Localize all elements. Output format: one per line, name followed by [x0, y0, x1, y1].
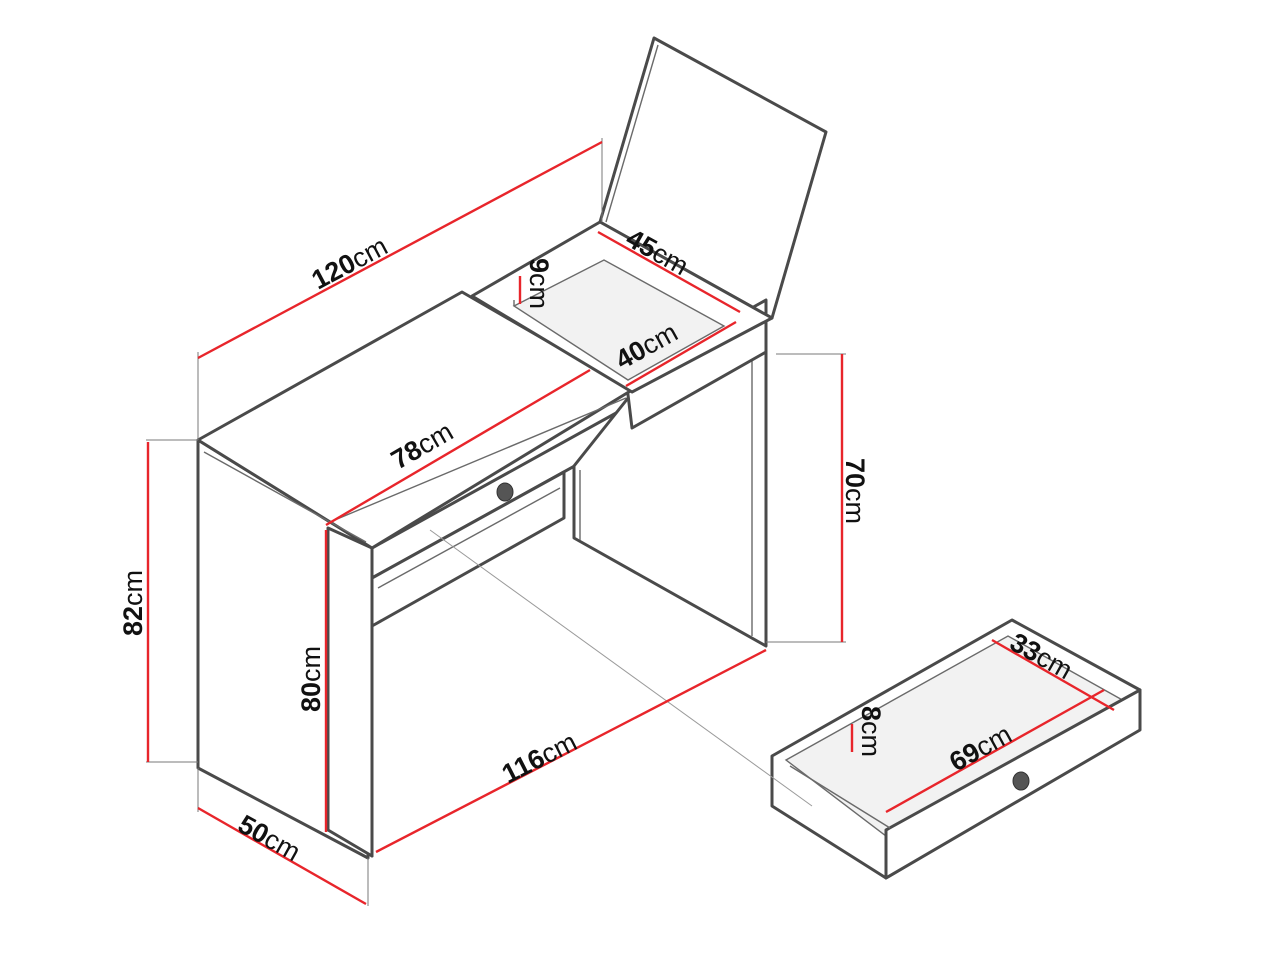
dim-line-inner-width [375, 648, 767, 854]
desktop-top-edge [203, 451, 367, 543]
apron-shadow-line [377, 487, 561, 589]
label-inner-width: 116cm [497, 726, 582, 789]
dim-line-compartment-depth [597, 230, 741, 314]
drawer-drawing [770, 618, 1142, 880]
drawer-knob [1012, 771, 1030, 791]
extension-lines [146, 138, 846, 906]
dim-line-total-width [197, 140, 603, 360]
dim-line-top-width [325, 368, 591, 527]
label-leg-height: 80cm [296, 646, 326, 712]
dim-line-drawer-depth [991, 638, 1115, 712]
desk-drawer-knob [496, 482, 514, 502]
drawer-leader-line [429, 529, 813, 807]
dim-line-depth [197, 806, 367, 906]
desktop-front-edge [329, 397, 627, 523]
compartment-interior [512, 259, 726, 381]
label-total-width: 120cm [307, 231, 393, 296]
label-drawer-height: 8cm [856, 706, 886, 757]
right-side-panel [572, 310, 768, 648]
mirror-lid-edge [605, 44, 659, 223]
dimension-lines [146, 140, 1115, 906]
left-leg-front-face [326, 526, 374, 858]
label-clearance-height: 70cm [840, 458, 870, 524]
label-total-height: 82cm [118, 570, 148, 636]
dim-line-drawer-width [885, 688, 1105, 814]
drawer-rim-line [789, 765, 891, 829]
dim-line-compartment-width [625, 320, 737, 388]
desk-drawing [196, 36, 828, 860]
label-compartment-height: 9cm [524, 258, 554, 309]
